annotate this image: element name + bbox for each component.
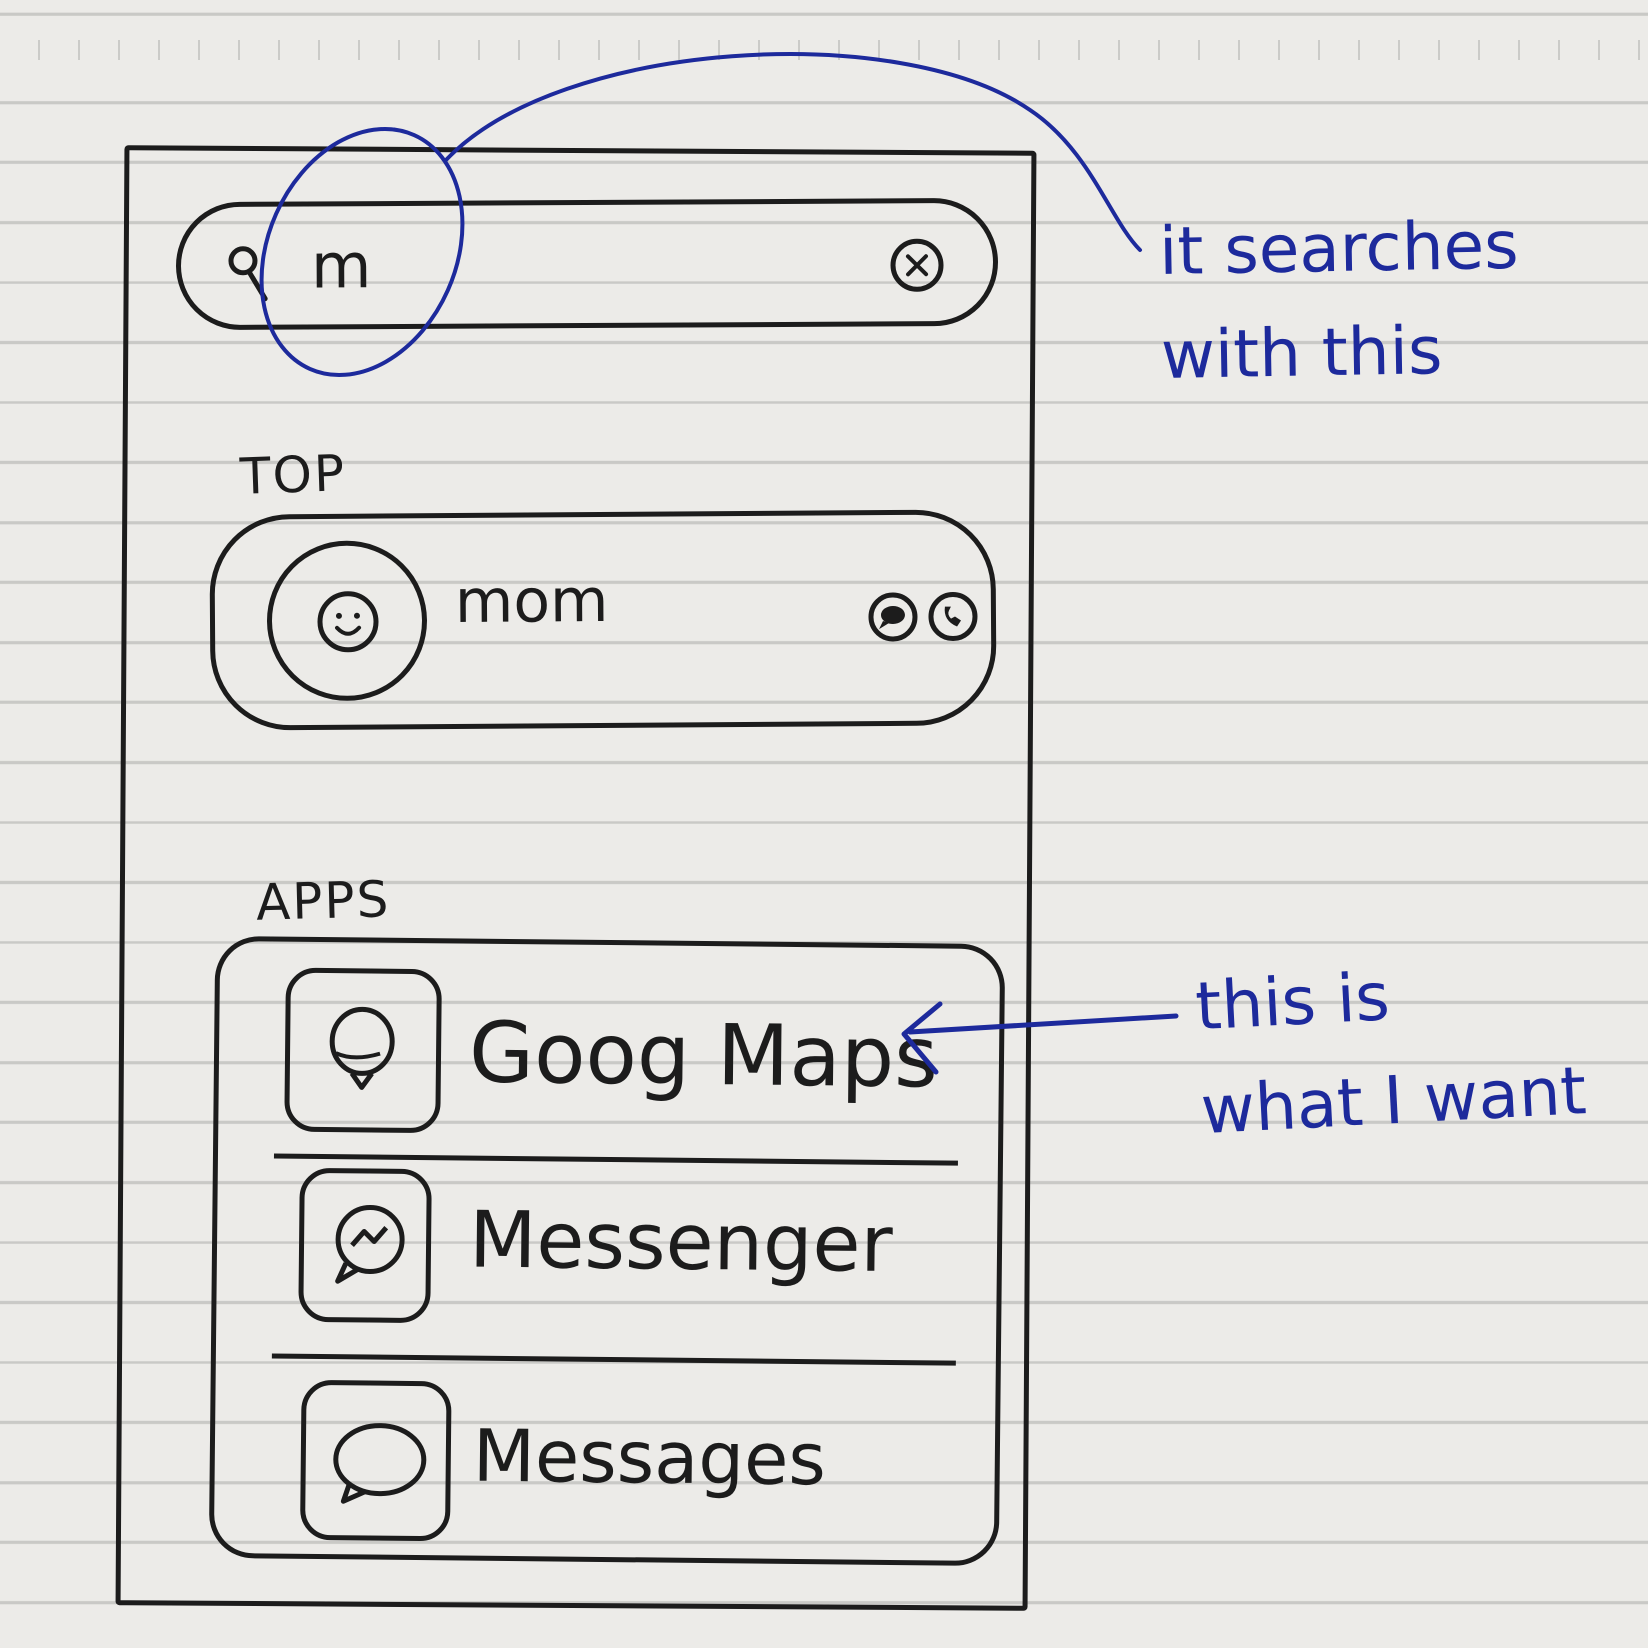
clear-icon[interactable] (889, 237, 945, 293)
top-section-label: TOP (239, 444, 348, 506)
app-icon-tile (298, 1167, 432, 1324)
smiley-face-icon (317, 591, 379, 653)
search-icon (228, 246, 268, 302)
message-action-icon[interactable] (867, 591, 919, 643)
map-pin-bubble-icon (329, 1006, 395, 1090)
messenger-icon (335, 1205, 405, 1284)
apps-list: Goog Maps Messenger Messages (208, 935, 1006, 1567)
annotation-search-note: it searches with this (1158, 206, 1520, 395)
contact-name: mom (454, 565, 609, 638)
search-bar[interactable]: m (175, 197, 999, 331)
app-icon-tile (284, 967, 442, 1134)
annotation-target-note: this is what I want (1193, 958, 1589, 1150)
app-name: Messenger (468, 1195, 894, 1290)
avatar (266, 540, 428, 702)
app-row-messages[interactable]: Messages (214, 1371, 996, 1559)
app-name: Goog Maps (468, 1003, 939, 1107)
call-action-icon[interactable] (927, 590, 979, 642)
app-icon-tile (299, 1379, 452, 1542)
apps-section-label: APPS (255, 870, 391, 932)
app-name: Messages (472, 1413, 827, 1502)
app-row-goog-maps[interactable]: Goog Maps (218, 961, 1000, 1159)
top-hit-contact[interactable]: mom (209, 509, 997, 731)
search-input[interactable]: m (310, 229, 372, 303)
list-divider (271, 1353, 956, 1366)
app-row-messenger[interactable]: Messenger (216, 1167, 998, 1355)
messages-bubble-icon (333, 1423, 427, 1504)
